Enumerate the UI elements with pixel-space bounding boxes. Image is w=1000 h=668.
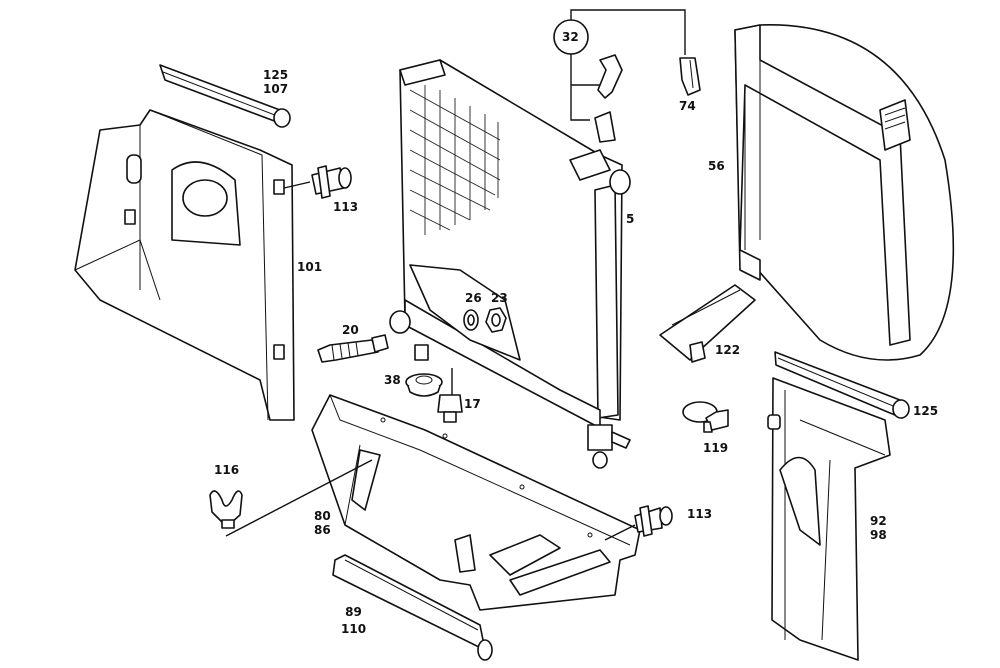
clip-group-32 <box>553 9 686 143</box>
callout-80-86-line-2: 86 <box>314 523 331 537</box>
temperature-sensor-17 <box>437 368 463 423</box>
callout-122-text: 122 <box>715 343 741 357</box>
callout-89-110-line-2: 110 <box>341 622 367 636</box>
callout-56-text: 56 <box>708 159 725 173</box>
hose-clamp-119 <box>682 401 729 433</box>
callout-125-107: 125 107 <box>263 68 288 96</box>
clip-116 <box>209 490 243 529</box>
callout-80-86-line-1: 80 <box>314 509 331 523</box>
callout-5-text: 5 <box>626 212 635 226</box>
callout-89-110: 89 110 <box>341 605 366 636</box>
callout-113-left-text: 113 <box>333 200 359 214</box>
callout-113-left: 113 <box>333 200 358 214</box>
callout-38-text: 38 <box>384 373 401 387</box>
callout-56: 56 <box>708 159 725 173</box>
seal-strip-125-right <box>774 351 910 419</box>
callout-119-text: 119 <box>703 441 729 455</box>
push-rivet-113-left <box>283 165 352 199</box>
callout-101-text: 101 <box>297 260 323 274</box>
push-rivet-113-right <box>604 505 673 541</box>
right-side-panel-92-98 <box>767 377 891 661</box>
callout-92-98-line-1: 92 <box>870 514 887 528</box>
callout-26-text: 26 <box>465 291 482 305</box>
seal-strip-89-110 <box>332 554 493 661</box>
callout-89-110-line-1: 89 <box>345 605 362 619</box>
callout-125-right-text: 125 <box>913 404 939 418</box>
callout-92-98: 92 98 <box>870 514 887 542</box>
washer-26 <box>463 309 479 331</box>
callout-74: 74 <box>679 99 696 113</box>
callout-116-text: 116 <box>214 463 240 477</box>
callout-5: 5 <box>626 212 634 226</box>
callout-113-right: 113 <box>687 507 712 521</box>
callout-101: 101 <box>297 260 322 274</box>
callout-38: 38 <box>384 373 401 387</box>
callout-20-text: 20 <box>342 323 359 337</box>
grommet-38 <box>405 373 443 397</box>
drain-plug-20 <box>317 334 389 363</box>
seal-strip-125-107 <box>159 64 291 128</box>
callout-17: 17 <box>464 397 481 411</box>
callout-119: 119 <box>703 441 728 455</box>
callout-74-text: 74 <box>679 99 696 113</box>
callout-92-98-line-2: 98 <box>870 528 887 542</box>
radiator-5 <box>389 59 631 469</box>
callout-125-107-line-1: 125 <box>263 68 289 82</box>
callout-125-107-line-2: 107 <box>263 82 289 96</box>
callout-80-86: 80 86 <box>314 509 331 537</box>
callout-20: 20 <box>342 323 359 337</box>
callout-32-text: 32 <box>562 30 579 44</box>
callout-125-right: 125 <box>913 404 938 418</box>
callout-122: 122 <box>715 343 740 357</box>
callout-113-right-text: 113 <box>687 507 713 521</box>
clip-74 <box>679 57 701 96</box>
nut-23 <box>485 307 507 333</box>
callout-23-text: 23 <box>491 291 508 305</box>
bracket-122 <box>659 284 756 363</box>
callout-23: 23 <box>491 291 508 305</box>
leader-line-116 <box>225 459 373 537</box>
left-shroud-panel-101 <box>74 109 295 421</box>
callout-26: 26 <box>465 291 482 305</box>
callout-17-text: 17 <box>464 397 481 411</box>
fan-shroud-56 <box>734 24 955 361</box>
callout-116: 116 <box>214 463 239 477</box>
lower-shroud-80-86 <box>311 394 641 611</box>
callout-32: 32 <box>562 30 579 44</box>
